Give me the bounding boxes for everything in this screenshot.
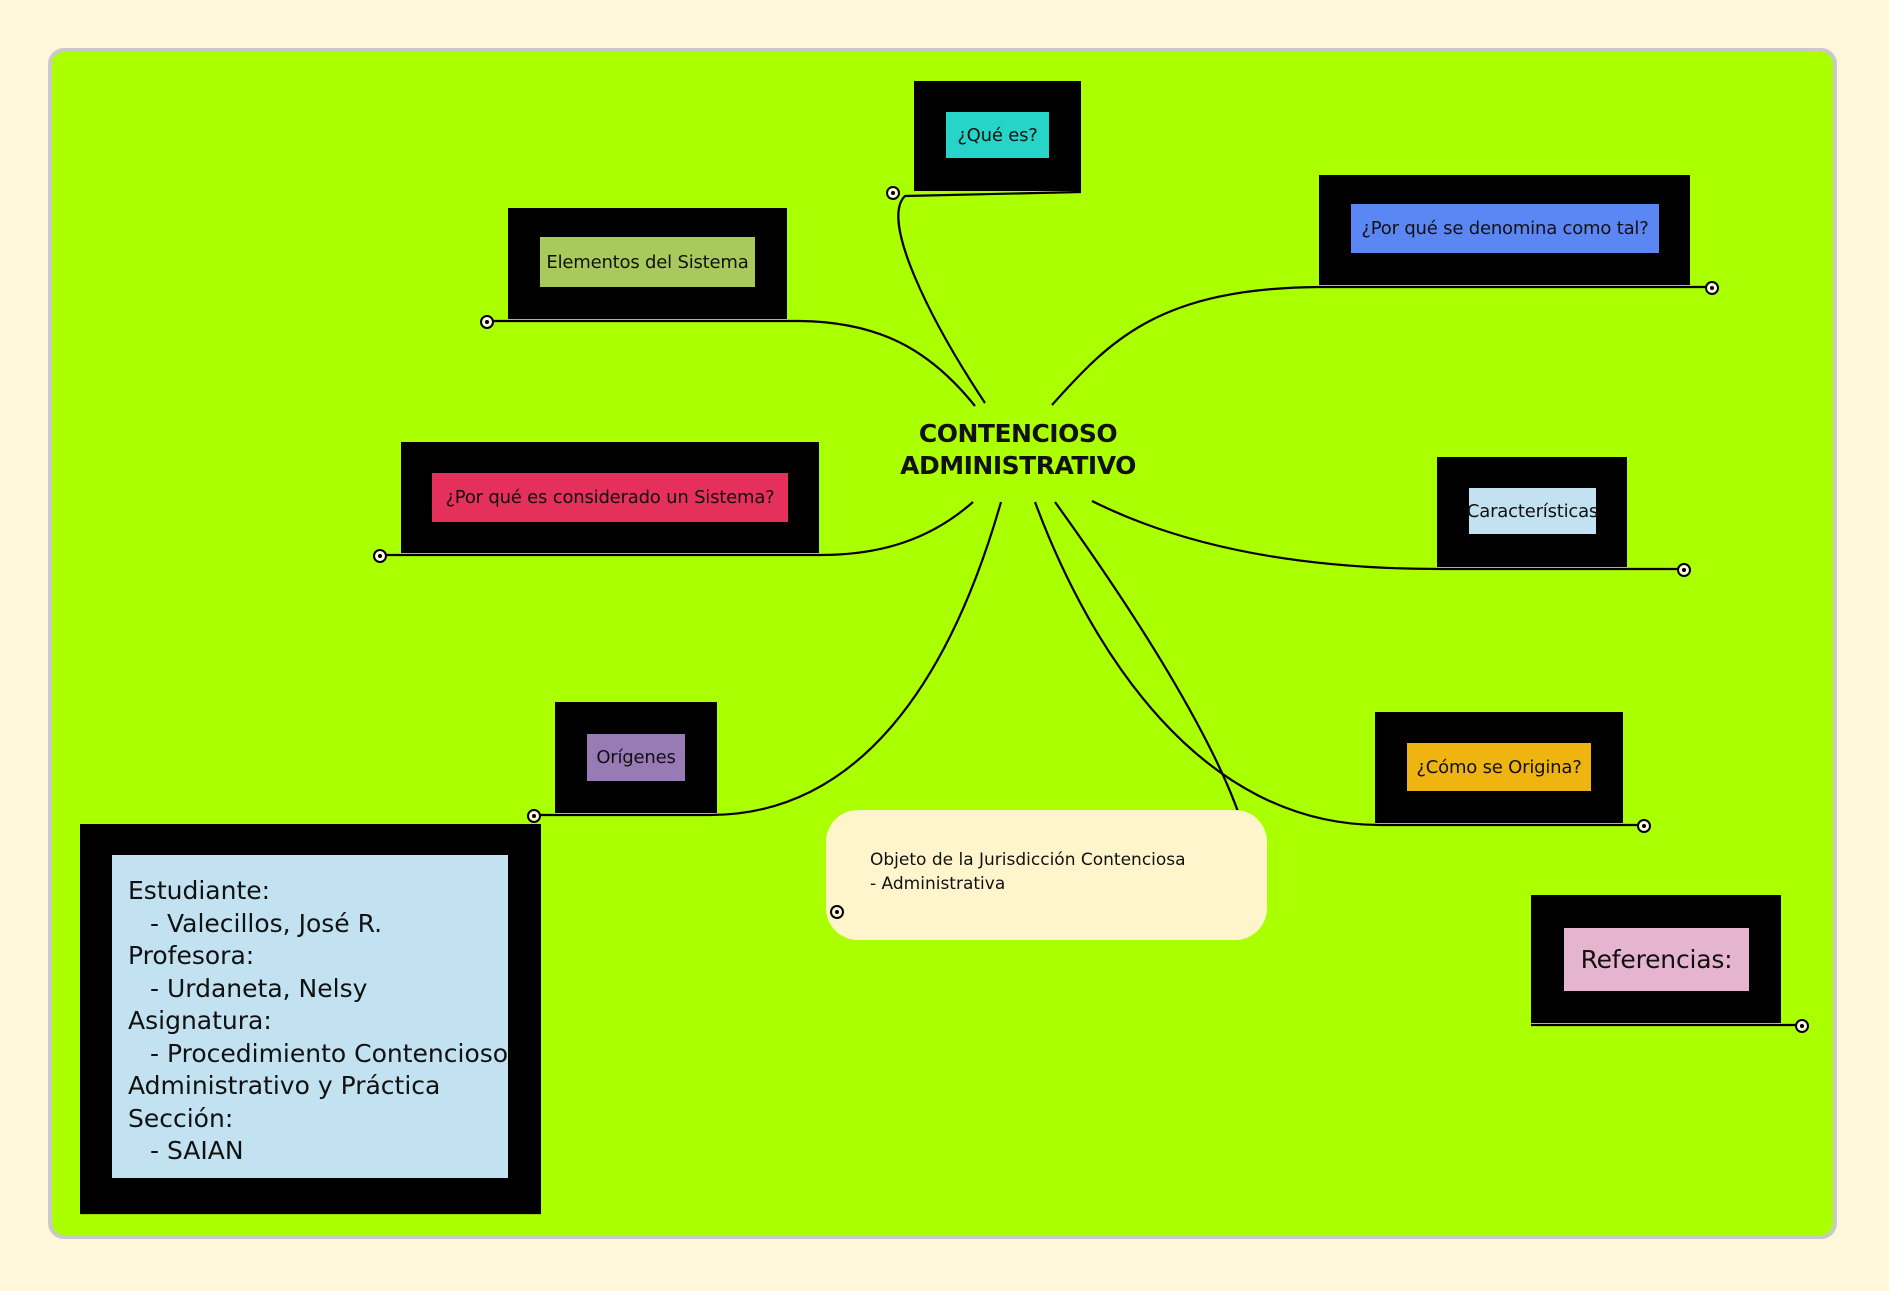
topic-que-es-pin-icon[interactable] [886,186,900,200]
info-value-seccion: - SAIAN [150,1136,244,1165]
topic-referencias-pin-icon[interactable] [1795,1019,1809,1033]
info-value-profesora: - Urdaneta, Nelsy [150,973,368,1003]
topic-sistema-pin-icon[interactable] [373,549,387,563]
info-value-estudiante: - Valecillos, José R. [150,908,383,938]
topic-referencias-label[interactable]: Referencias: [1564,928,1749,991]
note-line2: - Administrativa [870,874,1006,894]
note-objeto[interactable]: Objeto de la Jurisdicción Contenciosa - … [826,810,1267,940]
topic-como-origina-pin-icon[interactable] [1637,819,1651,833]
topic-origenes-pin-icon[interactable] [527,809,541,823]
info-label-asignatura: Asignatura: [128,1006,272,1035]
topic-sistema-label[interactable]: ¿Por qué es considerado un Sistema? [432,473,788,522]
topic-denomina-pin-icon[interactable] [1705,281,1719,295]
note-objeto-pin-icon[interactable] [830,905,844,919]
topic-caracteristicas-label[interactable]: Características [1467,488,1598,534]
info-label-seccion: Sección: [128,1103,234,1133]
topic-que-es-label[interactable]: ¿Qué es? [946,112,1049,158]
topic-origenes-label[interactable]: Orígenes [587,734,685,781]
central-topic[interactable]: CONTENCIOSO ADMINISTRATIVO [880,418,1156,482]
topic-como-origina-label[interactable]: ¿Cómo se Origina? [1407,743,1591,791]
central-topic-line1: CONTENCIOSO [918,419,1118,448]
topic-denomina-label[interactable]: ¿Por qué se denomina como tal? [1351,204,1659,253]
topic-elementos-pin-icon[interactable] [480,315,494,329]
info-panel[interactable]: Estudiante: - Valecillos, José R. Profes… [112,855,508,1178]
info-label-profesora: Profesora: [128,941,255,970]
topic-elementos-label[interactable]: Elementos del Sistema [540,237,755,287]
central-topic-line2: ADMINISTRATIVO [900,451,1136,480]
info-label-estudiante: Estudiante: [128,876,271,905]
note-line1: Objeto de la Jurisdicción Contenciosa [870,850,1186,870]
note-objeto-text: Objeto de la Jurisdicción Contenciosa - … [870,848,1186,896]
info-value-asignatura: - Procedimiento Contencioso [150,1038,509,1068]
topic-caracteristicas-pin-icon[interactable] [1677,563,1691,577]
info-value-asignatura-cont: Administrativo y Práctica [128,1071,441,1100]
